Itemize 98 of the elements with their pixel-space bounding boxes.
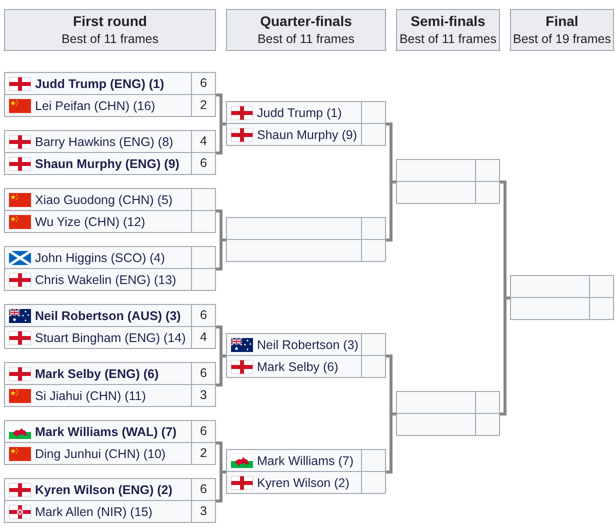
score-cell: 6 <box>191 305 215 326</box>
player-row <box>5 305 215 327</box>
match-box <box>4 478 216 523</box>
bracket-line <box>500 296 510 416</box>
player-row <box>5 247 215 269</box>
match-format: Best of 11 frames <box>61 31 159 48</box>
score-cell: 2 <box>191 443 215 464</box>
player-name: Xiao Guodong (CHN) (5) <box>34 192 173 208</box>
bracket-line <box>216 470 226 502</box>
player-row <box>397 182 499 203</box>
player-name: Kyren Wilson (2) <box>256 474 350 490</box>
player-name: Mark Selby (6) <box>256 358 338 374</box>
score-cell: 6 <box>191 73 215 94</box>
score-cell: 4 <box>191 131 215 152</box>
score-cell: 3 <box>191 385 215 406</box>
round-title: Final <box>546 12 578 30</box>
score-cell: 3 <box>191 501 215 522</box>
player-name: Chris Wakelin (ENG) (13) <box>34 272 176 288</box>
player-row <box>5 95 215 116</box>
score-cell: 6 <box>191 479 215 500</box>
player-name: Neil Robertson (AUS) (3) <box>34 308 181 324</box>
player-name: Si Jiahui (CHN) (11) <box>34 388 146 404</box>
player-row <box>5 327 215 348</box>
player-row <box>397 160 499 182</box>
player-name: Kyren Wilson (ENG) (2) <box>34 482 172 498</box>
match-box <box>510 275 614 320</box>
player-name: Ding Junhui (CHN) (10) <box>34 446 166 462</box>
round-title: Quarter-finals <box>260 12 352 30</box>
player-row <box>5 189 215 211</box>
score-cell: 6 <box>191 153 215 174</box>
match-box <box>396 391 500 436</box>
bracket-line <box>386 180 396 242</box>
player-name: Shaun Murphy (ENG) (9) <box>34 156 180 172</box>
player-row <box>227 124 385 145</box>
player-name: Lei Peifan (CHN) (16) <box>34 98 156 114</box>
player-name: John Higgins (SCO) (4) <box>34 250 165 266</box>
player-row <box>5 501 215 522</box>
player-row <box>5 131 215 153</box>
match-box <box>4 246 216 291</box>
match-format: Best of 19 frames <box>513 31 611 48</box>
player-row <box>5 363 215 385</box>
player-row <box>227 102 385 124</box>
player-row <box>5 443 215 464</box>
match-box <box>4 72 216 117</box>
player-name: Shaun Murphy (9) <box>256 126 358 142</box>
player-row <box>227 472 385 493</box>
player-name: Mark Selby (ENG) (6) <box>34 366 159 382</box>
player-name: Mark Allen (NIR) (15) <box>34 504 152 520</box>
player-name: Neil Robertson (3) <box>256 336 358 352</box>
player-row <box>227 334 385 356</box>
player-row <box>5 385 215 406</box>
round-header <box>4 9 216 51</box>
player-row <box>397 414 499 435</box>
player-row <box>227 240 385 261</box>
round-header <box>226 9 386 51</box>
score-cell: 6 <box>191 363 215 384</box>
round-header <box>396 9 500 51</box>
player-row <box>5 73 215 95</box>
match-box <box>4 362 216 407</box>
match-box <box>226 217 386 262</box>
player-name: Judd Trump (1) <box>256 104 342 120</box>
player-name: Stuart Bingham (ENG) (14) <box>34 330 186 346</box>
player-row <box>5 211 215 232</box>
match-box <box>396 159 500 204</box>
player-row <box>5 479 215 501</box>
player-row <box>5 421 215 443</box>
player-name: Judd Trump (ENG) (1) <box>34 76 164 92</box>
player-name: Wu Yize (CHN) (12) <box>34 214 146 230</box>
match-format: Best of 11 frames <box>257 31 355 48</box>
player-row <box>397 392 499 414</box>
player-row <box>511 298 613 319</box>
match-format: Best of 11 frames <box>399 31 497 48</box>
round-header <box>510 9 614 51</box>
player-row <box>5 153 215 174</box>
player-row <box>5 269 215 290</box>
player-row <box>227 218 385 240</box>
score-cell: 2 <box>191 95 215 116</box>
match-box <box>4 420 216 465</box>
player-row <box>227 450 385 472</box>
match-box <box>226 101 386 146</box>
round-title: First round <box>73 12 147 30</box>
match-box <box>226 333 386 378</box>
score-cell: 6 <box>191 421 215 442</box>
bracket-line <box>216 354 226 386</box>
bracket-line <box>216 122 226 154</box>
bracket-line <box>386 412 396 474</box>
player-name: Mark Williams (7) <box>256 452 354 468</box>
player-name: Barry Hawkins (ENG) (8) <box>34 134 174 150</box>
match-box <box>4 188 216 233</box>
score-cell: 4 <box>191 327 215 348</box>
bracket-line <box>216 238 226 270</box>
match-box <box>4 130 216 175</box>
player-name: Mark Williams (WAL) (7) <box>34 424 177 440</box>
player-row <box>227 356 385 377</box>
player-row <box>511 276 613 298</box>
match-box <box>226 449 386 494</box>
round-title: Semi-finals <box>410 12 486 30</box>
match-box <box>4 304 216 349</box>
